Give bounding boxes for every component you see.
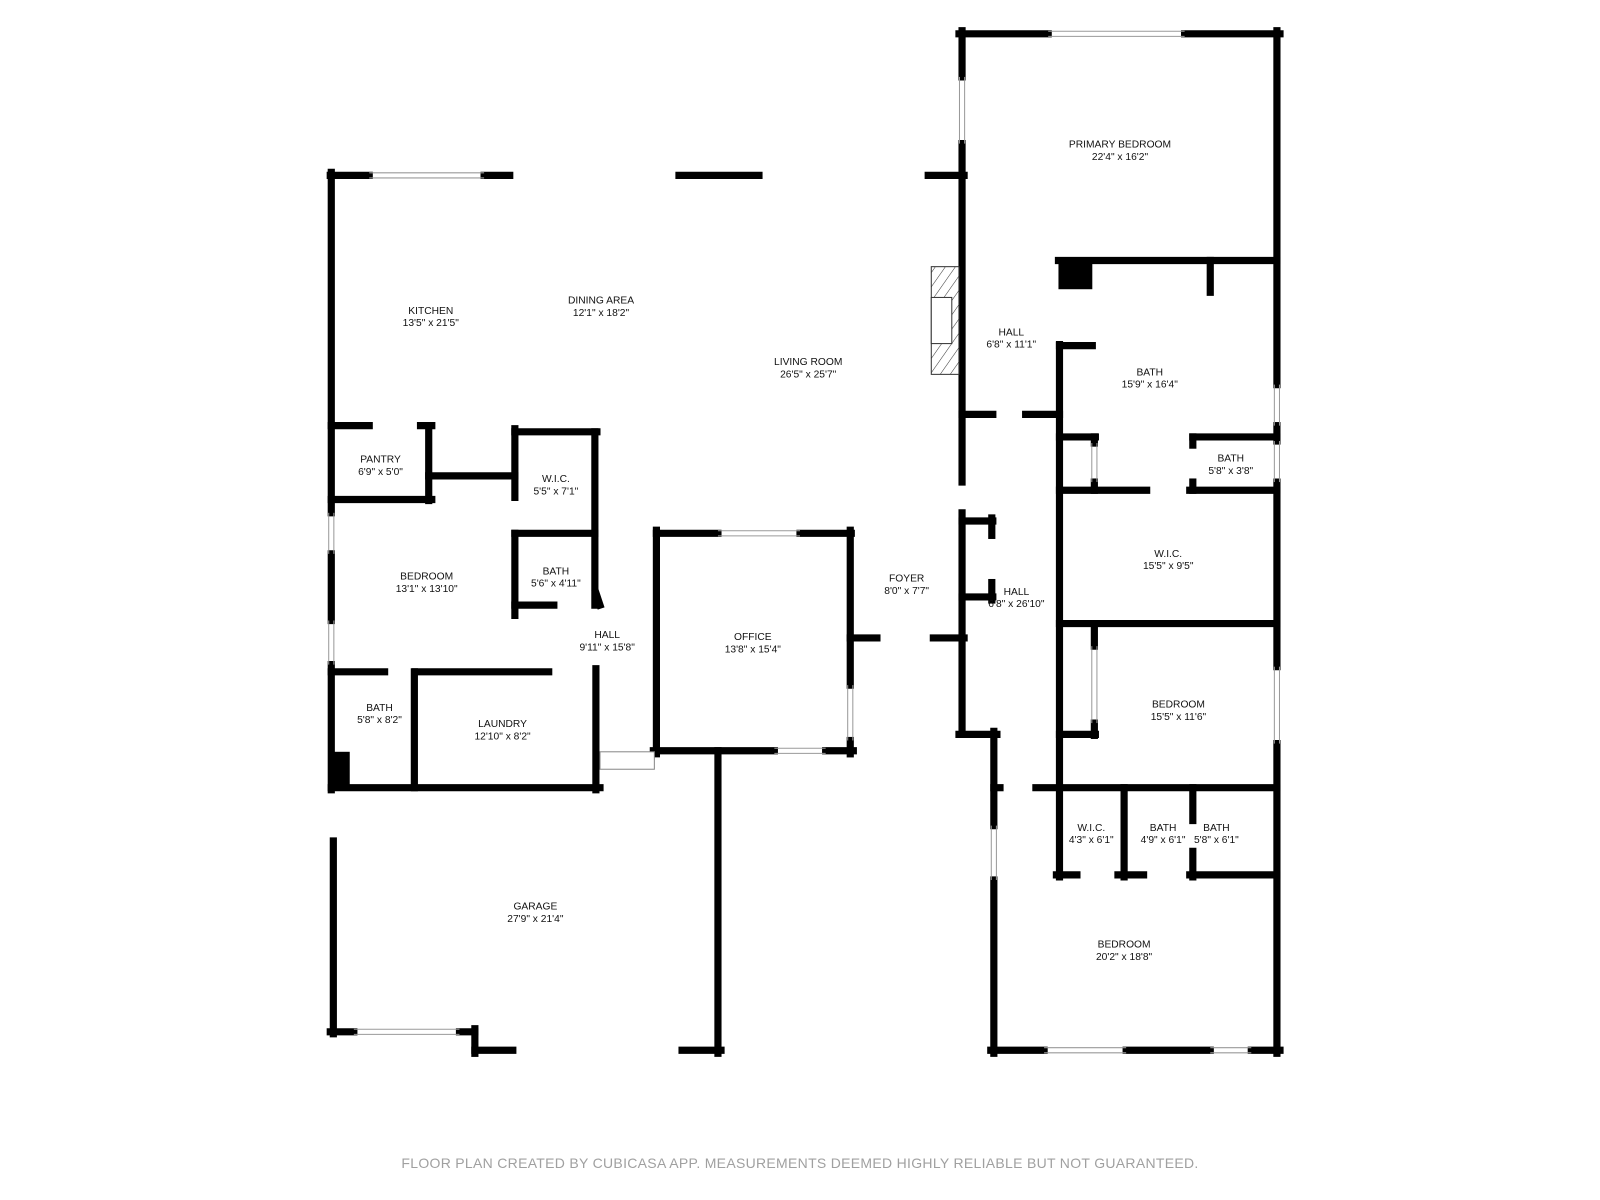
window [369, 172, 485, 179]
room-name: W.I.C. [1154, 549, 1182, 560]
room-name: HALL [998, 327, 1024, 338]
room-name: BATH [1150, 823, 1177, 834]
room-name: BATH [543, 566, 570, 577]
room-name: BEDROOM [1152, 700, 1205, 711]
room-label: W.I.C.15'5" x 9'5" [1143, 549, 1194, 572]
entry-steps [599, 751, 655, 770]
room-name: LAUNDRY [478, 719, 527, 730]
disclaimer-footer: FLOOR PLAN CREATED BY CUBICASA APP. MEAS… [401, 1155, 1199, 1171]
window [1273, 441, 1280, 483]
room-dimensions: 13'5" x 21'5" [403, 318, 460, 329]
room-name: PRIMARY BEDROOM [1069, 140, 1171, 151]
room-dimensions: 8'0" x 7'7" [884, 586, 929, 597]
room-dimensions: 20'2" x 18'8" [1096, 952, 1153, 963]
wall-segment [591, 588, 605, 610]
room-name: BEDROOM [400, 571, 453, 582]
room-name: BATH [1136, 367, 1163, 378]
window [1091, 646, 1098, 724]
room-dimensions: 5'6" x 4'11" [531, 579, 581, 590]
room-dimensions: 13'1" x 13'10" [396, 584, 458, 595]
room-label: W.I.C.4'3" x 6'1" [1069, 823, 1114, 846]
window [1273, 384, 1280, 426]
window [1210, 1047, 1252, 1054]
window [774, 747, 826, 754]
room-label: BATH 15'9" x 16'4" [1122, 367, 1179, 390]
room-dimensions: 5'8" x 3'8" [1208, 466, 1253, 477]
room-dimensions: 5'8" x 8'2" [357, 715, 402, 726]
room-name: KITCHEN [408, 306, 453, 317]
window [717, 530, 800, 537]
window [353, 1028, 460, 1035]
room-name: OFFICE [734, 632, 772, 643]
window [1044, 1047, 1127, 1054]
room-label: HALL 6'8" x 11'1" [986, 327, 1036, 350]
room-name: GARAGE [513, 902, 557, 913]
room-dimensions: 15'5" x 9'5" [1143, 561, 1194, 572]
room-name: BATH [1217, 454, 1244, 465]
room-dimensions: 6'8" x 11'1" [986, 340, 1036, 351]
room-name: HALL [1004, 587, 1030, 598]
room-dimensions: 9'11" x 15'8" [579, 642, 635, 653]
window [328, 512, 335, 554]
room-name: DINING AREA [568, 296, 634, 307]
room-dimensions: 5'5" x 7'1" [533, 486, 578, 497]
room-dimensions: 6'9" x 5'0" [358, 467, 403, 478]
fixtures [329, 261, 1093, 790]
fireplace-hearth [930, 296, 953, 345]
room-dimensions: 5'8" x 6'1" [1194, 835, 1239, 846]
room-label: W.I.C.5'5" x 7'1" [533, 474, 578, 497]
room-name: PANTRY [360, 455, 401, 466]
room-name: HALL [594, 630, 620, 641]
room-dimensions: 4'9" x 6'1" [1141, 835, 1186, 846]
room-name: BATH [366, 703, 393, 714]
window [328, 620, 335, 665]
windows [328, 30, 1280, 1054]
room-label: BEDROOM 13'1" x 13'10" [396, 571, 458, 594]
room-dimensions: 27'9" x 21'4" [507, 914, 564, 925]
column-block [329, 751, 350, 790]
window [958, 76, 966, 144]
room-name: FOYER [889, 574, 924, 585]
room-name: W.I.C. [1077, 823, 1105, 834]
walls [326, 27, 1284, 1057]
window [990, 825, 997, 880]
room-dimensions: 15'5" x 11'6" [1151, 712, 1207, 723]
room-dimensions: 15'9" x 16'4" [1122, 380, 1179, 391]
room-dimensions: 4'3" x 6'1" [1069, 835, 1114, 846]
room-dimensions: 12'10" x 8'2" [474, 731, 531, 742]
window [1273, 666, 1280, 744]
room-dimensions: 6'8" x 26'10" [988, 599, 1045, 610]
room-name: W.I.C. [542, 474, 570, 485]
room-dimensions: 13'8" x 15'4" [725, 644, 782, 655]
room-name: BATH [1203, 823, 1230, 834]
window [847, 685, 854, 741]
room-dimensions: 26'5" x 25'7" [780, 369, 837, 380]
room-dimensions: 12'1" x 18'2" [573, 308, 630, 319]
room-name: LIVING ROOM [774, 357, 842, 368]
column-block [1058, 261, 1093, 290]
window [1048, 30, 1185, 37]
room-label: BATH 5'6" x 4'11" [531, 566, 581, 589]
room-dimensions: 22'4" x 16'2" [1092, 152, 1149, 163]
room-name: BEDROOM [1098, 940, 1151, 951]
window [1091, 443, 1098, 483]
